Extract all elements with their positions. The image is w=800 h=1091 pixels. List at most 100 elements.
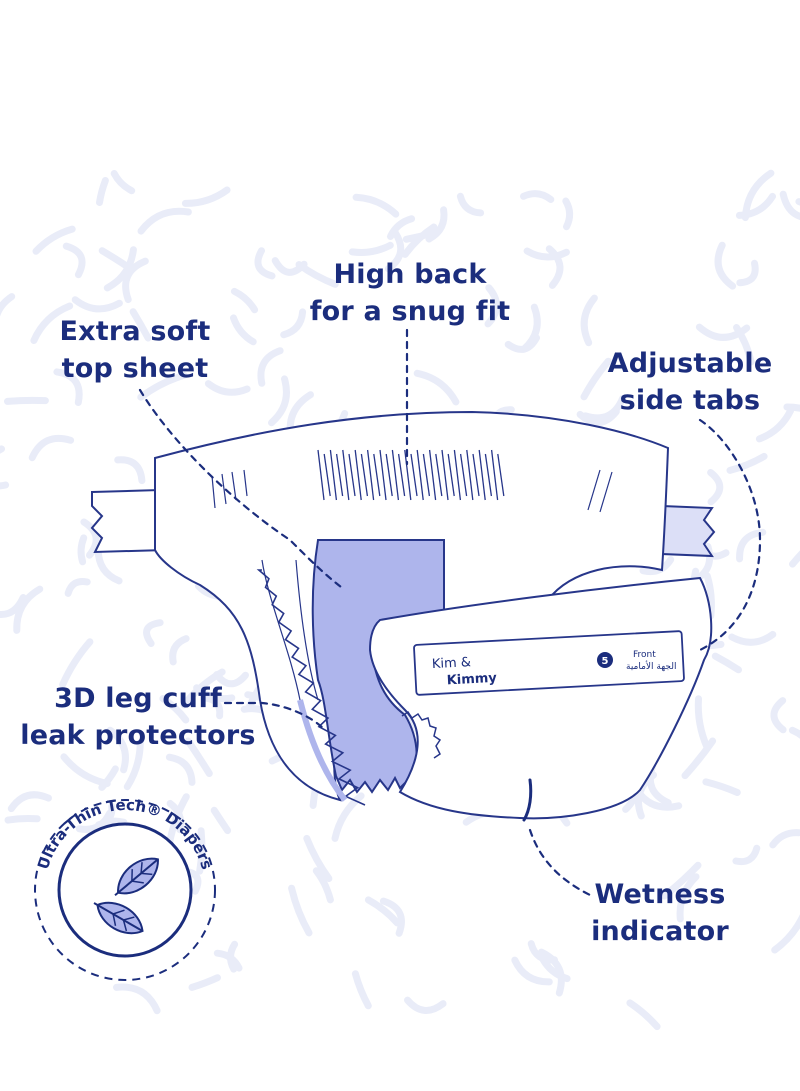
squiggle (169, 635, 190, 666)
ruffle-line (435, 453, 443, 497)
squiggle (113, 983, 161, 1015)
callout-high-back: High back for a snug fit (300, 256, 520, 330)
squiggle (201, 694, 224, 720)
ruffle-line (404, 449, 412, 501)
ruffle-line (422, 453, 431, 497)
squiggle (96, 177, 109, 206)
left-fold-lines (211, 469, 613, 701)
squiggle (257, 347, 284, 387)
callout-line: for a snug fit (309, 296, 511, 327)
absorbent-pad (311, 539, 445, 794)
squiggle (254, 247, 276, 280)
ruffle-line (342, 449, 350, 501)
squiggle (733, 324, 755, 366)
squiggle (213, 671, 249, 688)
leg-cuff-band (297, 699, 348, 802)
high-back-ruffles (317, 449, 505, 501)
squiggle (484, 284, 501, 328)
squiggle (288, 884, 313, 937)
squiggle (303, 834, 333, 883)
callout-extra-soft: Extra soft top sheet (40, 313, 230, 387)
ruffle-line (391, 449, 400, 501)
squiggle (771, 914, 800, 954)
squiggle (352, 193, 400, 218)
squiggle (71, 296, 123, 313)
squiggle (59, 638, 94, 688)
callout-line: High back (333, 259, 487, 290)
ruffle-line (360, 453, 369, 497)
squiggle (103, 246, 137, 292)
squiggle (635, 771, 657, 820)
squiggle (404, 996, 447, 1014)
ruffle-line (317, 449, 325, 501)
squiggle (702, 778, 741, 796)
ruffle-line (385, 453, 393, 497)
squiggle (165, 753, 196, 786)
squiggle (626, 999, 661, 1031)
leader-leg-cuff (223, 701, 327, 732)
brand-name-line1: Kim & (432, 655, 472, 672)
squiggle (28, 434, 75, 462)
squiggle (0, 481, 10, 490)
squiggle (364, 896, 401, 927)
squiggle (188, 974, 221, 991)
squiggle (166, 793, 190, 847)
callout-line: top sheet (61, 353, 209, 384)
ruffle-line (416, 449, 424, 501)
ruffle-line (466, 449, 474, 501)
callout-line: leak protectors (20, 720, 256, 751)
squiggle (331, 792, 365, 842)
squiggle (735, 192, 776, 219)
ruffle-line (397, 453, 406, 497)
callout-line: Wetness (594, 879, 726, 910)
size-badge (597, 652, 613, 668)
squiggle (227, 940, 239, 973)
squiggle (789, 550, 800, 568)
squiggle (4, 814, 41, 824)
callout-line: 3D leg cuff (54, 683, 222, 714)
squiggle (779, 190, 800, 220)
squiggle (230, 287, 259, 314)
squiggle (98, 247, 133, 272)
ruffle-line (379, 449, 387, 501)
ruffle-line (447, 453, 455, 497)
ruffle-line (428, 449, 437, 501)
squiggle (511, 956, 553, 986)
squiggle (30, 302, 74, 344)
squiggle (726, 452, 768, 474)
squiggle (129, 308, 152, 342)
brand-name-line2: Kimmy (446, 671, 497, 689)
squiggle (646, 762, 672, 807)
squiggle (143, 619, 164, 647)
squiggle (348, 241, 394, 256)
squiggle (728, 630, 777, 646)
squiggle (110, 170, 136, 195)
squiggle (425, 206, 448, 243)
squiggle (77, 534, 88, 566)
squiggle (580, 294, 598, 347)
brand-label (413, 630, 685, 696)
leader-lines (138, 328, 762, 897)
callout-line: Adjustable (607, 348, 773, 379)
squiggle (64, 578, 91, 597)
squiggle (711, 652, 742, 674)
squiggle (351, 970, 372, 1010)
squiggle (106, 726, 129, 774)
squiggle (755, 407, 794, 443)
squiggle (184, 737, 213, 777)
diaper-front-panel (368, 576, 713, 820)
leg-cuff-ruffle (256, 569, 366, 806)
squiggle (504, 334, 540, 353)
callout-line: indicator (591, 916, 729, 947)
front-label-arabic: الجهة الأمامية (626, 660, 676, 672)
size-number: 5 (602, 656, 609, 667)
leader-extra-soft (138, 388, 347, 592)
squiggle (159, 695, 190, 724)
squiggle (268, 375, 290, 427)
squiggle (523, 247, 570, 261)
ruffle-line (472, 453, 480, 497)
wetness-indicator-strip (522, 778, 533, 822)
squiggle (714, 241, 737, 290)
squiggle (379, 897, 405, 937)
squiggle (736, 259, 759, 287)
